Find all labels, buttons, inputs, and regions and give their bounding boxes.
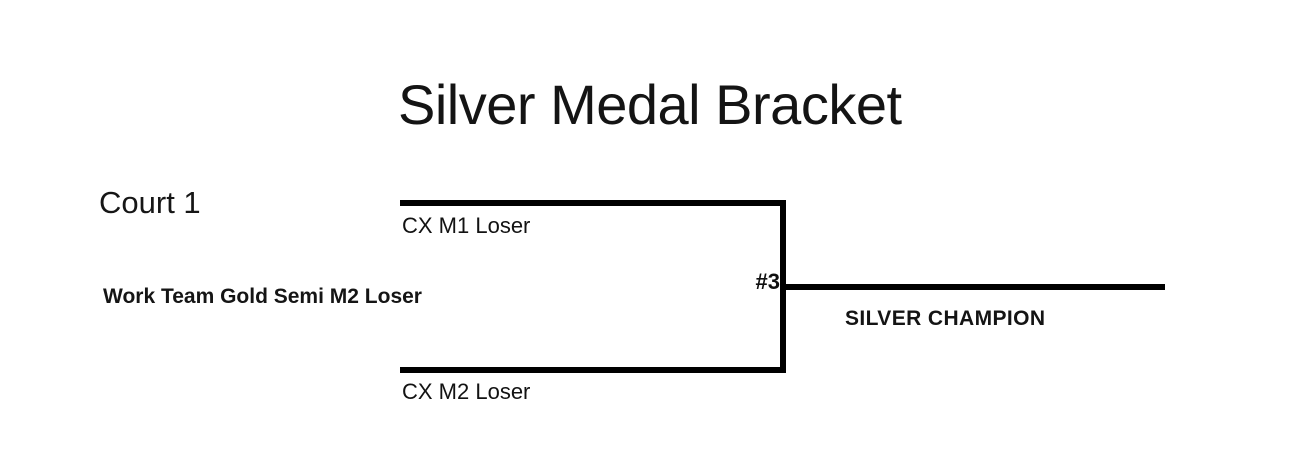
bracket-connector	[780, 200, 786, 373]
bracket-slot-top: CX M1 Loser	[402, 213, 531, 238]
page-title: Silver Medal Bracket	[398, 72, 902, 136]
seed-source-label: Work Team Gold Semi M2 Loser	[103, 285, 422, 308]
champion-label: SILVER CHAMPION	[845, 307, 1046, 330]
bracket-slot-bottom: CX M2 Loser	[402, 379, 531, 404]
match-number: #3	[755, 269, 780, 294]
court-label: Court 1	[99, 185, 201, 220]
bracket-rail-bottom	[400, 367, 786, 373]
bracket-advance-line	[786, 284, 1165, 290]
match-number-anchor: #3	[700, 0, 780, 474]
bracket-rail-top	[400, 200, 786, 206]
